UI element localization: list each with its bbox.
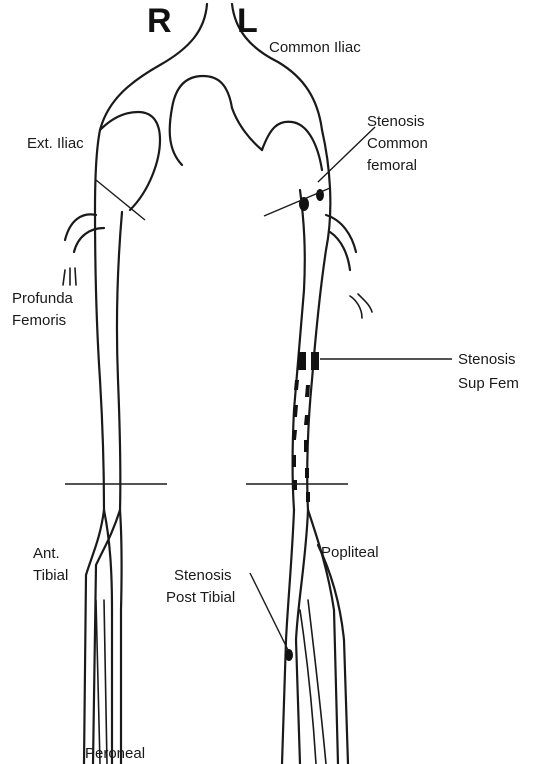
- left-side-marker: L: [237, 2, 258, 40]
- label-ant-tibial: Ant.: [33, 545, 60, 562]
- label-ext-iliac: Ext. Iliac: [27, 135, 84, 152]
- stenosis-sup-fem-marker: [298, 352, 306, 370]
- label-popliteal: Popliteal: [321, 544, 379, 561]
- svg-text:Femoris: Femoris: [12, 312, 66, 329]
- aortic-bifurcation: [95, 4, 322, 210]
- label-profunda-femoris: Profunda: [12, 290, 74, 307]
- label-stenosis-post-tibial: Stenosis: [174, 567, 232, 584]
- label-stenosis-sup-fem: Stenosis: [458, 351, 516, 368]
- labels: R L Common Iliac Ext. Iliac Profunda Fem…: [12, 2, 519, 762]
- svg-text:Sup Fem: Sup Fem: [458, 375, 519, 392]
- svg-text:femoral: femoral: [367, 157, 417, 174]
- label-peroneal: Peroneal: [85, 745, 145, 762]
- label-common-iliac: Common Iliac: [269, 39, 361, 56]
- label-stenosis-common-femoral: Stenosis: [367, 113, 425, 130]
- svg-text:Common: Common: [367, 135, 428, 152]
- leader-lines: [65, 127, 452, 650]
- right-side-marker: R: [147, 2, 172, 40]
- left-iliac-femoral: [262, 122, 372, 510]
- right-lower-leg: [84, 510, 122, 764]
- svg-text:Tibial: Tibial: [33, 567, 68, 584]
- stenosis-post-tibial-marker: [285, 649, 293, 661]
- svg-text:Post Tibial: Post Tibial: [166, 589, 235, 606]
- stenosis-sup-fem-marker-2: [311, 352, 319, 370]
- right-iliac-femoral: [63, 112, 160, 510]
